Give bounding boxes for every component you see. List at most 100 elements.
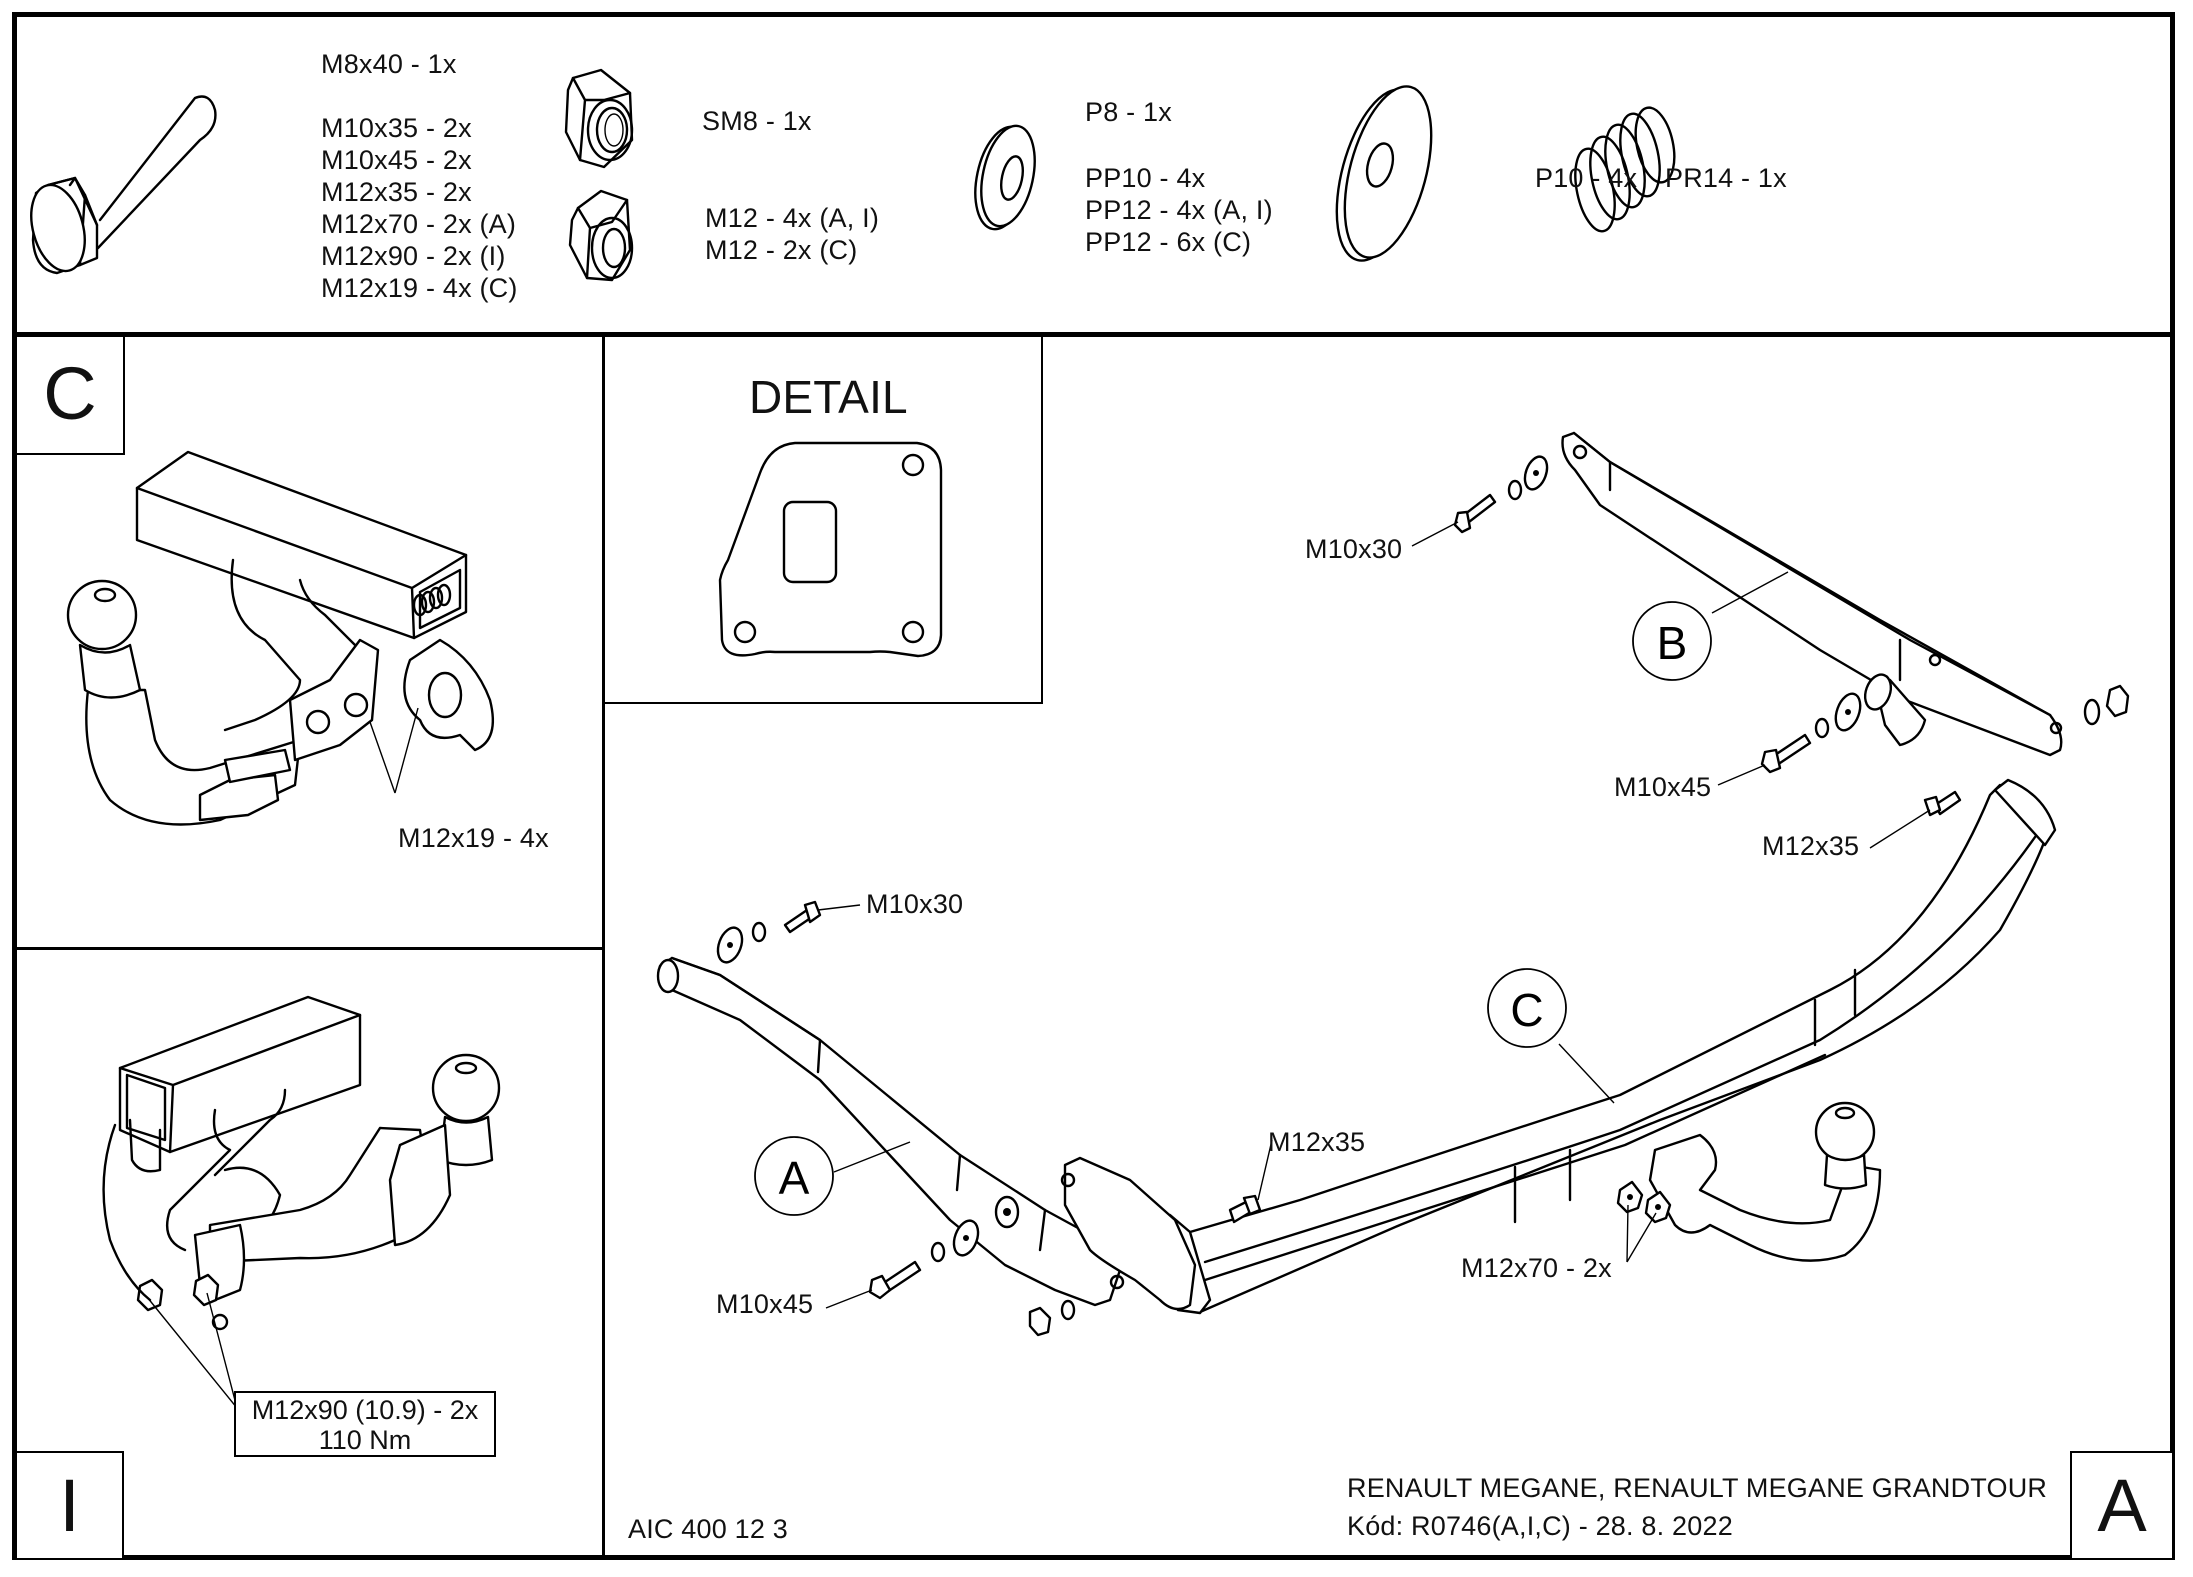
detail-panel [603,335,1043,704]
fastener-label-a-low: M10x45 [716,1289,814,1319]
panel-i-torque-callout: M12x90 (10.9) - 2x 110 Nm [234,1391,496,1457]
variant-label-a: A [2097,1464,2147,1547]
fastener-set-a-end [1030,1301,1074,1335]
towbar-c-drawing-stroke [345,694,367,716]
bolt-item: M12x90 - 2x (I) [321,241,506,271]
fastener-set-b-mid-stroke [1762,750,1780,772]
fastener-b-low-stroke [1870,810,1930,848]
connector-plate-drawing-stroke [1111,1276,1123,1288]
crossbar-c-drawing-stroke [1515,970,1855,1222]
towbar-c-drawing-stroke-stroke [422,592,434,612]
spring-label: PR14 - 1x [1665,163,1787,193]
hex-nut-label: M12 - 2x (C) [705,235,858,265]
fastener-set-a-top-stroke [753,923,765,941]
towbar-i-drawing-stroke [120,997,360,1152]
fastener-set-b-end-stroke [2085,700,2099,724]
fastener-label-b-low: M12x35 [1762,831,1860,861]
arm-a-drawing [658,958,1120,1305]
lock-nut-icon-stroke [588,100,632,160]
fastener-b-low [1870,792,1960,848]
towbar-i-drawing-stroke [104,1125,150,1300]
hex-nut-icon-stroke [603,229,625,267]
washer-item: PP12 - 6x (C) [1085,227,1252,257]
arm-a-drawing-stroke [658,960,678,992]
coil-spring-icon [1569,104,1681,235]
fastener-set-a-low-stroke [963,1235,969,1241]
fastener-set-b-top-stroke [1533,470,1539,476]
towbar-c-drawing-stroke [95,589,115,601]
towbar-c-drawing-stroke [429,673,461,717]
main-ball-hook-drawing-stroke [1627,1194,1633,1200]
towbar-c-drawing-stroke [68,581,136,649]
callout-c-stroke [1488,969,1566,1047]
callout-b: B [1633,572,1788,680]
variant-box-i: I [15,1451,124,1560]
fastener-set-b-mid-stroke [1861,671,1896,713]
fastener-label-ball: M12x70 - 2x [1461,1253,1612,1283]
main-ball-hook-drawing-stroke [1655,1204,1661,1210]
hex-nut-icon-stroke [578,200,627,278]
bolt-item: M8x40 - 1x [321,49,457,79]
arm-a-drawing-stroke [1003,1208,1011,1216]
fastener-label-b-top: M10x30 [1305,534,1403,564]
washer-icon-stroke [973,121,1043,231]
arm-a-drawing-stroke [659,958,1120,1305]
towbar-c-drawing-stroke [225,750,290,782]
fastener-label-a-top: M10x30 [866,889,964,919]
towbar-c-drawing-stroke-stroke [438,585,450,605]
callout-a-stroke [834,1142,910,1172]
callout-b-stroke [1633,602,1711,680]
bolt-item: M10x35 - 2x [321,113,472,143]
hex-nut-icon-stroke [570,191,630,280]
coil-spring-icon-stroke [1629,104,1680,186]
arm-b-drawing-stroke [1563,433,2062,755]
towbar-c-drawing-stroke [414,585,450,615]
callout-a-label: A [779,1152,810,1204]
large-washer-icon-stroke [1363,141,1398,190]
towbar-c-drawing-stroke-stroke [414,595,426,615]
washer-item: PP12 - 4x (A, I) [1085,195,1273,225]
callout-a-stroke [755,1137,833,1215]
arm-a-drawing-stroke [672,958,1045,1250]
callout-c-stroke [1559,1044,1614,1103]
fastener-set-b-end-stroke [2107,686,2128,716]
bolt-item: M12x35 - 2x [321,177,472,207]
hex-bolt-icon-stroke [22,179,93,277]
arm-b-drawing [1563,433,2062,755]
detail-plate-drawing [720,443,941,656]
towbar-i-drawing-stroke [433,1055,499,1121]
towbar-i-drawing-stroke [127,1075,165,1140]
parts-band-divider [12,332,2175,337]
crossbar-c-drawing-stroke [1205,830,2040,1262]
fastener-set-a-end-stroke [1062,1301,1074,1319]
towbar-c-drawing-stroke [404,640,492,750]
main-ball-hook-drawing-stroke [1816,1103,1874,1161]
c-i-divider [14,947,604,950]
fastener-set-a-low [826,1217,982,1308]
lock-nut-icon-stroke [573,78,630,160]
large-washer-icon [1321,77,1448,270]
lock-nut-icon-stroke [605,114,623,146]
hex-nut-label: M12 - 4x (A, I) [705,203,880,233]
large-washer-label: P10 - 4x [1535,163,1638,193]
connector-plate-drawing [1062,1158,1195,1309]
lock-nut-icon [566,70,632,167]
towbar-i-drawing [104,997,499,1408]
washer-item: PP10 - 4x [1085,163,1206,193]
detail-plate-drawing-stroke [903,455,923,475]
lock-nut-icon-stroke [597,108,627,152]
crossbar-c-drawing [1160,780,2055,1313]
fastener-center-stroke [1258,1140,1272,1200]
crossbar-c-drawing-stroke [1995,780,2055,845]
fastener-set-a-top-stroke [818,905,860,910]
towbar-c-drawing-stroke [80,645,140,698]
towbar-i-drawing-stroke [167,1090,285,1250]
variant-box-c: C [15,335,125,455]
drawing-code: Kód: R0746(A,I,C) - 28. 8. 2022 [1347,1511,1733,1541]
variant-box-a: A [2070,1451,2174,1560]
fastener-set-b-top [1412,454,1551,546]
fastener-set-a-top-stroke [727,942,733,948]
fastener-set-b-end [2085,686,2128,724]
detail-title: DETAIL [749,371,908,423]
fastener-set-b-mid-stroke [1816,719,1828,737]
